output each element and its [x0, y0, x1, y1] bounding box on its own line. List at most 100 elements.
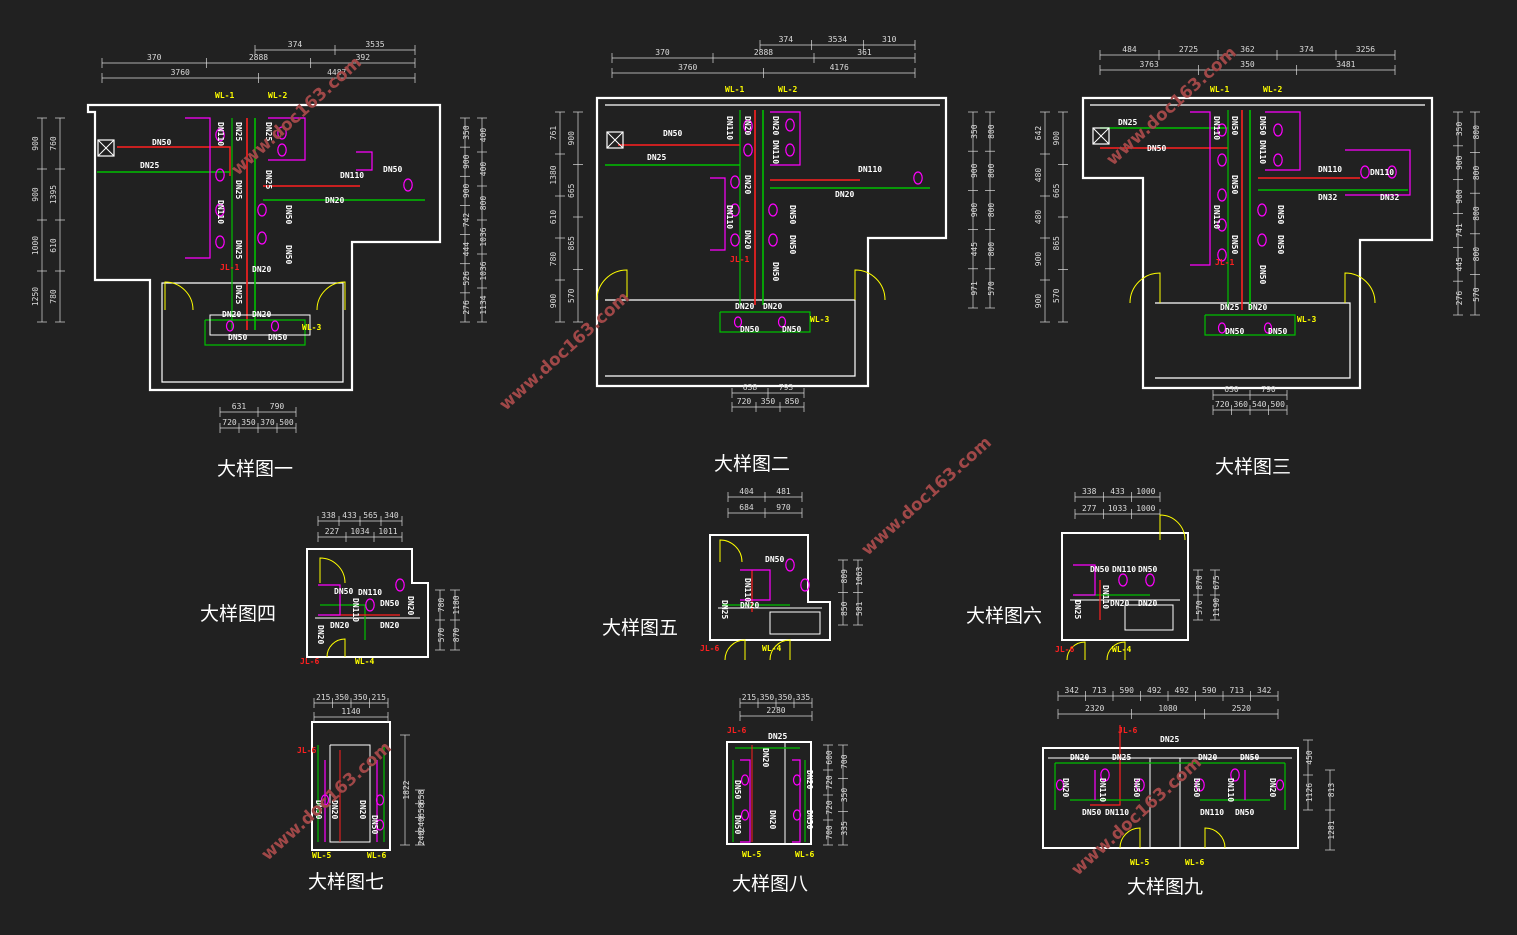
dimension-label: 590 [1120, 686, 1135, 695]
dimension-label: 444 [462, 242, 471, 257]
toilet-fixture [215, 203, 225, 217]
dimension-label: 338 [1082, 487, 1097, 496]
dimension-label: 350 [1455, 122, 1464, 137]
pipe-tag: DN25 [1112, 753, 1131, 762]
door-swing [1066, 641, 1086, 661]
dimension-label: 404 [739, 487, 754, 496]
door-swing [1119, 827, 1141, 849]
pipe-tag: DN50 [334, 587, 353, 596]
supply-riser-tag: JL-6 [1055, 645, 1074, 654]
stall-partitions [740, 569, 771, 601]
dimension-label: 227 [325, 527, 340, 536]
dimension-label: 340 [384, 511, 399, 520]
pipe-tag: DN50 [1258, 116, 1267, 135]
dimension-label: 1822 [402, 780, 411, 799]
toilet-fixture [743, 119, 753, 133]
dimension-label: 780 [49, 289, 58, 304]
dimension-label: 761 [549, 126, 558, 141]
door-swing [719, 539, 743, 563]
dimension-label: 2725 [1179, 45, 1198, 54]
pipe-tag: DN50 [383, 165, 402, 174]
dimension-label: 610 [49, 238, 58, 253]
dimension-label: 900 [462, 154, 471, 169]
dimension-label: 742 [462, 213, 471, 228]
toilet-fixture [1118, 573, 1128, 587]
pipe-tag: DN25 [768, 732, 787, 741]
dimension-label: 850 [840, 601, 849, 616]
pipe-tag: DN50 [788, 205, 797, 224]
dimension-label: 610 [549, 210, 558, 225]
room-wall-outline [86, 103, 442, 392]
stall-partitions [268, 117, 306, 161]
dimension-label: 3534 [828, 35, 847, 44]
toilet-fixture [777, 316, 787, 328]
dimension-label: 276 [1455, 291, 1464, 306]
pipe-tag: DN25 [234, 240, 243, 259]
pipe-tag: DN50 [1268, 327, 1287, 336]
toilet-fixture [375, 794, 385, 806]
door-swing [326, 638, 346, 658]
pipe-tag: DN25 [234, 180, 243, 199]
dimension-label: 350 [462, 125, 471, 140]
pipe-tag: DN25 [234, 285, 243, 304]
dimension-label: 1034 [350, 527, 369, 536]
dimension-label: 350 [760, 693, 775, 702]
dimension-label: 1140 [341, 707, 360, 716]
riser-tag: WL-5 [312, 851, 331, 860]
dimension-label: 900 [1052, 131, 1061, 146]
pipe-tag: DN20 [316, 625, 325, 644]
dimension-label: 900 [549, 294, 558, 309]
dimension-label: 658 [417, 803, 426, 818]
dimension-label: 760 [49, 136, 58, 151]
dimension-label: 800 [987, 242, 996, 257]
room-inner-wall [329, 744, 371, 843]
pipe-tag: DN20 [1268, 778, 1277, 797]
pipe-tag: DN50 [152, 138, 171, 147]
pipe-tag: DN20 [1110, 599, 1129, 608]
drawing-title-d2: 大样图二 [714, 453, 790, 475]
watermark-text: www.doc163.com [858, 433, 996, 560]
supply-riser-tag: JL-6 [727, 726, 746, 735]
washbasin-cabinet [356, 151, 373, 171]
dimension-label: 2520 [1232, 704, 1251, 713]
toilet-fixture [1217, 123, 1227, 137]
dimension-label: 433 [1110, 487, 1125, 496]
dimension-label: 450 [1305, 750, 1314, 765]
dimension-label: 865 [1052, 236, 1061, 251]
pipe-tag: DN50 [1230, 235, 1239, 254]
pipe-tag: DN110 [1226, 778, 1235, 802]
drain-loop [1204, 314, 1296, 336]
pipe-tag: DN110 [216, 122, 225, 146]
dimension-label: 277 [1082, 504, 1097, 513]
pipe-tag: DN50 [1230, 116, 1239, 135]
toilet-fixture [257, 203, 267, 217]
toilet-fixture [743, 143, 753, 157]
pipe-tag: DN20 [835, 190, 854, 199]
dimension-label: 400 [479, 162, 488, 177]
toilet-fixture [785, 558, 795, 572]
dimension-label: 720 [825, 800, 834, 815]
dimension-label: 870 [452, 628, 461, 643]
toilet-fixture [1217, 188, 1227, 202]
toilet-fixture [1100, 768, 1110, 782]
pipe-tag: DN20 [1061, 778, 1070, 797]
washbasin-counter [209, 314, 311, 336]
toilet-fixture [1360, 165, 1370, 179]
stall-partitions [792, 759, 801, 843]
floor-drain-box [606, 131, 624, 149]
toilet-fixture [395, 578, 405, 592]
door-swing [319, 557, 346, 584]
pipe-tag: DN25 [720, 600, 729, 619]
floor-drain-x [606, 131, 624, 149]
riser-tag: WL-2 [1263, 85, 1282, 94]
toilet-fixture [800, 578, 810, 592]
dimension-label: 481 [776, 487, 791, 496]
pipe-tag: DN50 [765, 555, 784, 564]
dimension-label: 638 [743, 383, 758, 392]
pipe-tag: DN20 [771, 116, 780, 135]
dimension-label: 1250 [31, 287, 40, 306]
dimension-label: 713 [1092, 686, 1107, 695]
